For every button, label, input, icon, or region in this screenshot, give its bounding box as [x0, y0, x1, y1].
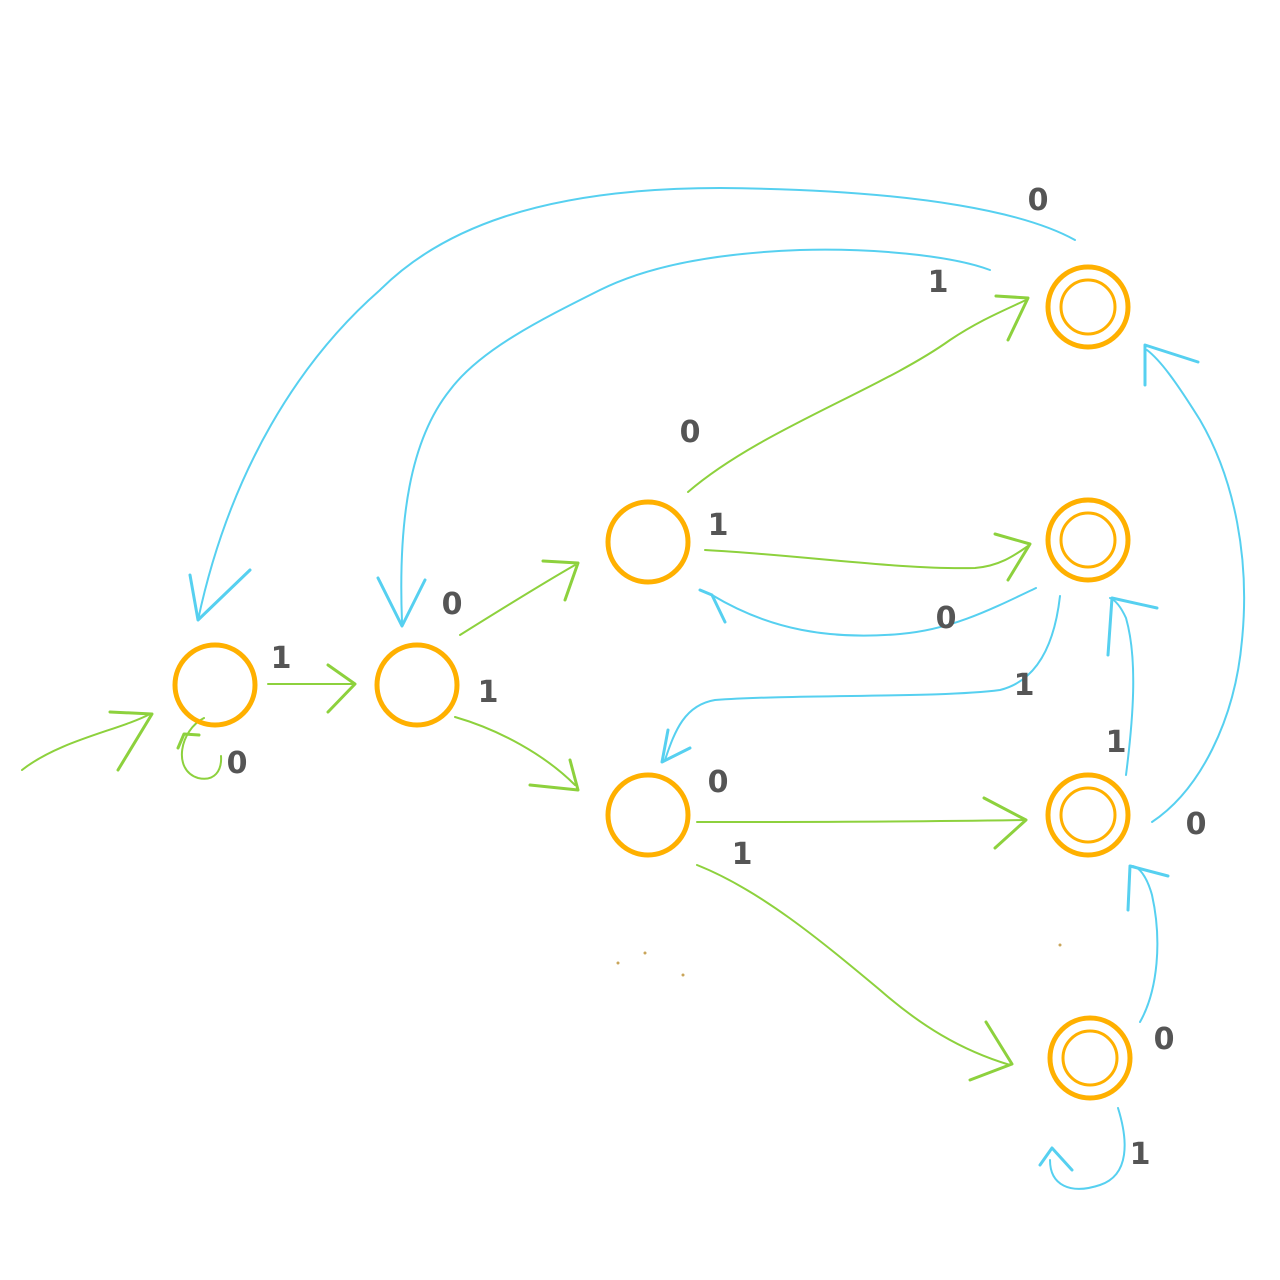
transition-line: [696, 864, 1011, 1066]
arrowhead: [993, 532, 1032, 582]
arrowhead: [660, 728, 692, 764]
transition-line: [1146, 349, 1246, 823]
initial-arrow: [21, 710, 154, 772]
arrowhead: [698, 588, 727, 624]
transition-label: 1: [271, 641, 292, 676]
transition-s4-s0: [188, 187, 1076, 622]
transition-s0-s1: [267, 663, 357, 714]
transition-line: [400, 248, 991, 623]
accepting-state-s4: [1045, 264, 1131, 350]
transition-label: 1: [1106, 725, 1127, 760]
transition-label: 1: [708, 508, 729, 543]
transition-line: [664, 595, 1061, 761]
accepting-ring: [1059, 786, 1117, 844]
transition-s6-s5: [1106, 596, 1159, 776]
transition-label: 0: [1028, 183, 1049, 218]
transition-line: [696, 819, 1025, 823]
arrowhead: [1106, 596, 1159, 657]
arrowhead: [188, 568, 252, 622]
transition-line: [1049, 1107, 1126, 1190]
transition-s3-s6: [696, 796, 1028, 850]
stray-dot: [1058, 943, 1062, 947]
state-circle: [1045, 497, 1131, 583]
transition-label: 0: [1154, 1022, 1175, 1057]
arrowhead: [528, 758, 580, 792]
transition-label: 0: [1186, 807, 1207, 842]
transition-label: 0: [708, 765, 729, 800]
accepting-state-s7: [1047, 1015, 1133, 1101]
transition-label: 0: [442, 587, 463, 622]
transition-label: 0: [227, 746, 248, 781]
state-circle: [1047, 1015, 1133, 1101]
edges-layer: [21, 187, 1246, 1190]
transition-line: [197, 187, 1076, 621]
arrowhead: [1143, 343, 1200, 387]
transition-label: 1: [1130, 1137, 1151, 1172]
transition-label: 1: [1014, 668, 1035, 703]
transition-line: [459, 564, 576, 636]
stray-dot: [643, 951, 647, 955]
arrowhead: [1038, 1146, 1074, 1172]
accepting-state-s5: [1045, 497, 1131, 583]
transition-s1-s3: [454, 716, 580, 792]
transition-line: [711, 587, 1037, 637]
arrowhead: [376, 576, 427, 628]
arrowhead: [326, 663, 357, 714]
initial-arrowhead: [108, 710, 154, 772]
arrowhead: [982, 796, 1028, 850]
transition-s2-s5: [704, 532, 1032, 582]
stray-dot: [616, 961, 620, 965]
initial-arrow-line: [21, 713, 151, 771]
state-circle: [374, 642, 460, 728]
transition-s4-s1: [376, 248, 991, 628]
accepting-ring: [1059, 511, 1117, 569]
state-circle: [605, 499, 691, 585]
accepting-ring: [1061, 1029, 1119, 1087]
transition-label: 0: [936, 601, 957, 636]
transition-s2-s4: [687, 294, 1030, 493]
arrowhead: [176, 732, 201, 750]
accepting-state-s6: [1045, 772, 1131, 858]
stray-dots: [616, 943, 1062, 977]
labels-layer: 0 1 0 1 0 1 0 1 0 1 0 1 0 1 0 1: [227, 183, 1207, 1172]
state-circle: [1045, 264, 1131, 350]
transition-s0-s0: [176, 717, 223, 780]
transition-label: 0: [680, 415, 701, 450]
state-s2: [605, 499, 691, 585]
transition-s1-s2: [459, 559, 580, 636]
transition-line: [1109, 597, 1135, 776]
transition-line: [687, 299, 1027, 493]
stray-dot: [681, 973, 685, 977]
transition-label: 1: [478, 675, 499, 710]
transition-line: [180, 717, 223, 780]
arrowhead: [968, 1020, 1014, 1082]
transition-label: 1: [732, 837, 753, 872]
state-s1: [374, 642, 460, 728]
state-s0: [172, 642, 258, 728]
transition-s3-s7: [696, 864, 1014, 1082]
transition-s5-s2: [698, 587, 1037, 637]
transition-line: [1129, 864, 1159, 1023]
arrowhead: [541, 559, 580, 602]
state-circle: [605, 772, 691, 858]
transition-label: 1: [928, 265, 949, 300]
transition-s7-s7: [1038, 1107, 1126, 1190]
state-s3: [605, 772, 691, 858]
accepting-ring: [1059, 278, 1117, 336]
transition-s5-s3: [660, 595, 1061, 764]
transition-line: [704, 545, 1029, 570]
transition-line: [454, 716, 576, 786]
transition-s6-s4: [1143, 343, 1246, 823]
state-circle: [1045, 772, 1131, 858]
arrowhead: [1126, 864, 1170, 912]
transition-s7-s6: [1126, 864, 1170, 1023]
state-circle: [172, 642, 258, 728]
arrowhead: [994, 294, 1030, 342]
states-layer: [172, 264, 1133, 1101]
